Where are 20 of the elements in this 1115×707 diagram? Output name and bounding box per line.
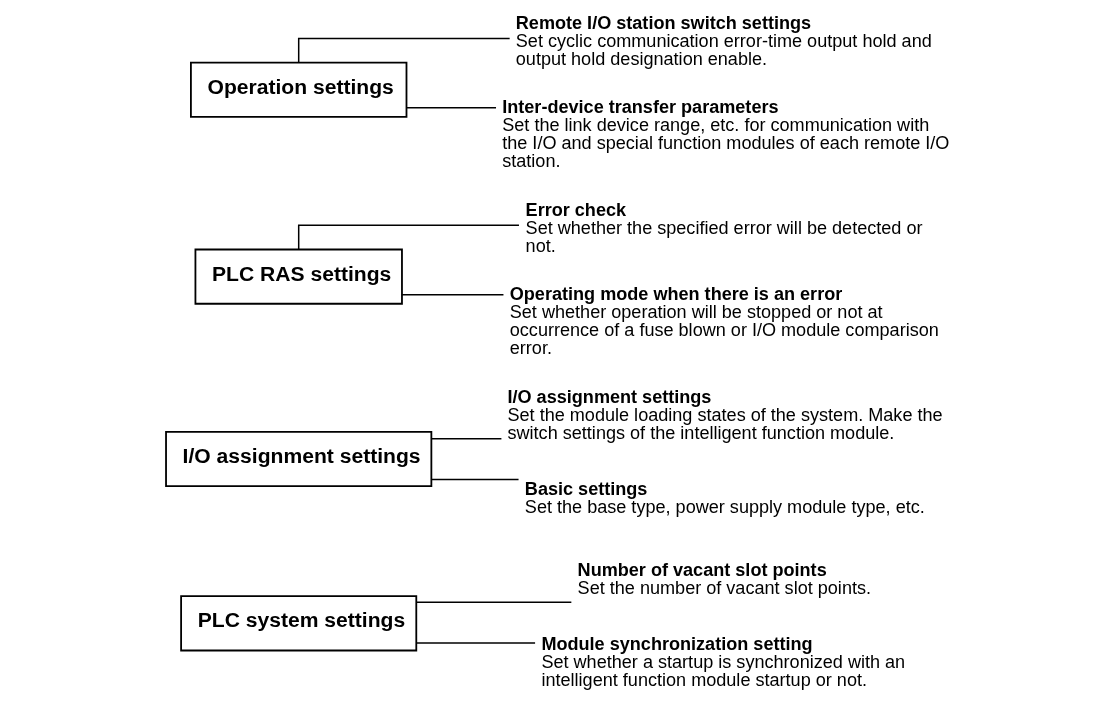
- node-text: Number of vacant slot points Set the number of vacant slot points.: [577, 560, 871, 599]
- connector: [430, 437, 502, 440]
- connector: [400, 293, 504, 296]
- node-box: Operation settings: [189, 61, 407, 118]
- node-text: Operating mode when there is an error Set whether operation will be stopped or not at occurrence of a fuse blown or I/O module comparison error.: [509, 284, 939, 359]
- node-text: Remote I/O station switch settings Set cyclic communication error-time output hold and output hold designation enable.: [515, 12, 932, 69]
- node-text: I/O assignment settings Set the module loading states of the system. Make the switch settings of the intelligent function module.: [507, 386, 943, 443]
- connector: [430, 478, 519, 481]
- connector: [297, 37, 510, 63]
- node-text: Module synchronization setting Set whether a startup is synchronized with an intelligent function module startup or not.: [540, 633, 905, 691]
- node-text: Error check Set whether the specified error will be detected or not.: [525, 199, 923, 256]
- connector: [415, 601, 572, 603]
- connector: [297, 224, 520, 250]
- node-box: I/O assignment settings: [164, 431, 432, 488]
- node-box: PLC system settings: [179, 595, 417, 652]
- node-text: Basic settings Set the base type, power supply module type, etc.: [524, 478, 925, 517]
- node-text: Inter-device transfer parameters Set the link device range, etc. for communication with the I/O and special function modules of each remote I/O station.: [501, 97, 949, 172]
- node-box: PLC RAS settings: [194, 248, 403, 305]
- connector: [405, 107, 497, 109]
- connector: [415, 642, 536, 644]
